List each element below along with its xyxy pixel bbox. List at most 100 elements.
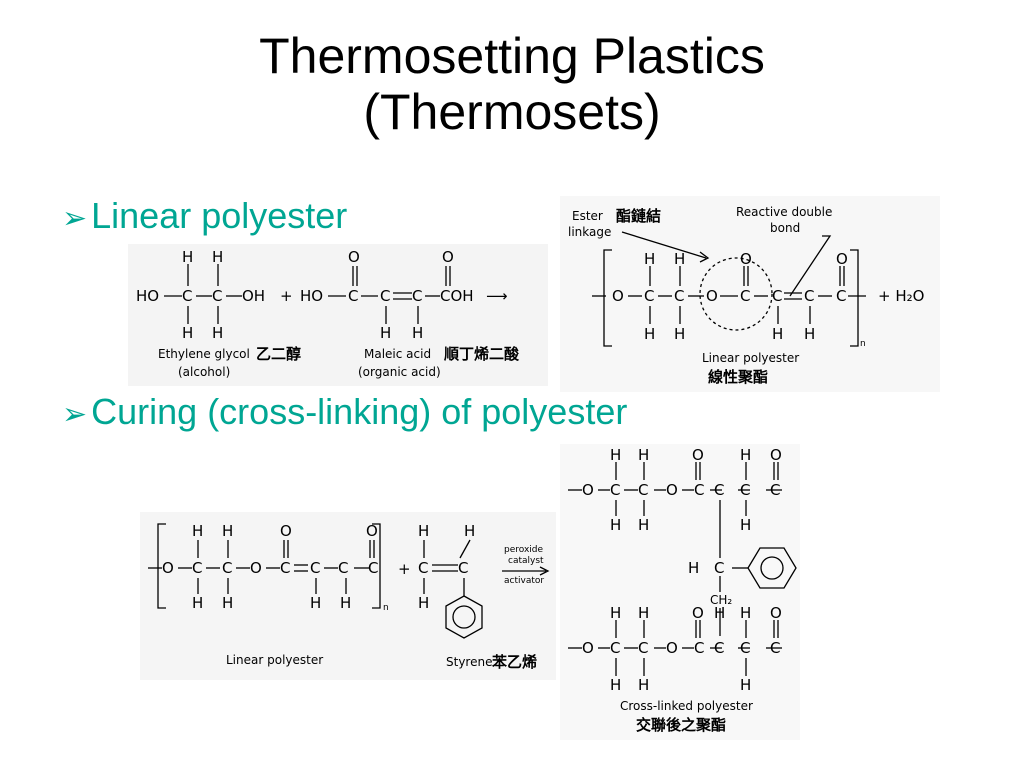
svg-text:H: H <box>740 516 751 534</box>
maleic-label: Maleic acid <box>364 347 431 361</box>
svg-text:H: H <box>192 522 203 540</box>
svg-text:C: C <box>348 287 358 305</box>
svg-text:H: H <box>182 324 193 342</box>
svg-text:C: C <box>740 287 750 305</box>
ester-label-2: linkage <box>568 225 611 239</box>
svg-text:C: C <box>610 639 620 657</box>
svg-text:O: O <box>348 248 360 266</box>
catalyst-label-2: catalyst <box>508 556 544 566</box>
glycol-sub-label: (alcohol) <box>178 365 230 379</box>
svg-text:C: C <box>740 481 750 499</box>
svg-text:C: C <box>418 559 428 577</box>
svg-text:H: H <box>340 594 351 612</box>
svg-text:C: C <box>638 639 648 657</box>
svg-text:HO: HO <box>300 287 323 305</box>
svg-text:O: O <box>692 604 704 622</box>
svg-text:C: C <box>280 559 290 577</box>
svg-text:C: C <box>380 287 390 305</box>
water-product: + H₂O <box>878 287 924 305</box>
maleic-sub-label: (organic acid) <box>358 365 441 379</box>
svg-text:H: H <box>222 594 233 612</box>
svg-text:H: H <box>418 522 429 540</box>
svg-text:H: H <box>412 324 423 342</box>
svg-text:H: H <box>638 676 649 694</box>
svg-text:H: H <box>804 325 815 343</box>
cross-linked-label: Cross-linked polyester <box>620 699 753 713</box>
cross-linked-cjk-label: 交聯後之聚酯 <box>636 716 726 734</box>
svg-text:C: C <box>714 481 724 499</box>
product-cjk-label: 線性聚酯 <box>708 368 768 386</box>
svg-text:H: H <box>610 676 621 694</box>
svg-text:C: C <box>674 287 684 305</box>
svg-text:O: O <box>740 250 752 268</box>
slide-title: Thermosetting Plastics (Thermosets) <box>0 28 1024 140</box>
svg-text:O: O <box>770 446 782 464</box>
glycol-label: Ethylene glycol <box>158 347 250 361</box>
styrene-cjk-label: 苯乙烯 <box>491 653 537 671</box>
bullet-text: Linear polyester <box>91 195 348 236</box>
svg-text:H: H <box>674 250 685 268</box>
ester-label: Ester <box>572 209 603 223</box>
plus-sign-2: + <box>398 560 411 578</box>
title-line-1: Thermosetting Plastics <box>259 28 765 84</box>
svg-text:C: C <box>772 287 782 305</box>
svg-text:H: H <box>674 325 685 343</box>
bullet-text: Curing (cross-linking) of polyester <box>91 391 628 432</box>
title-line-2: (Thermosets) <box>363 84 661 140</box>
svg-text:C: C <box>740 639 750 657</box>
svg-text:O: O <box>706 287 718 305</box>
svg-text:C: C <box>222 559 232 577</box>
svg-text:H: H <box>740 676 751 694</box>
ester-cjk-label: 酯鏈結 <box>616 207 661 225</box>
svg-text:C: C <box>770 481 780 499</box>
svg-text:H: H <box>610 604 621 622</box>
svg-text:O: O <box>692 446 704 464</box>
glycol-cjk-label: 乙二醇 <box>256 345 301 363</box>
carboxyl-group: COH <box>440 287 474 305</box>
svg-text:HO: HO <box>136 287 159 305</box>
svg-text:O: O <box>280 522 292 540</box>
svg-text:H: H <box>418 594 429 612</box>
subscript-n: n <box>860 339 866 349</box>
svg-text:H: H <box>772 325 783 343</box>
svg-text:C: C <box>694 639 704 657</box>
plus-sign: + <box>280 287 293 305</box>
reactive-label: Reactive double <box>736 205 832 219</box>
svg-text:O: O <box>442 248 454 266</box>
svg-text:H: H <box>610 446 621 464</box>
maleic-cjk-label: 順丁烯二酸 <box>443 345 520 363</box>
svg-text:C: C <box>714 639 724 657</box>
svg-text:C: C <box>310 559 320 577</box>
svg-text:H: H <box>212 248 223 266</box>
svg-text:C: C <box>212 287 222 305</box>
arrow-bullet-icon: ➢ <box>62 398 88 431</box>
reaction-arrow-icon: ⟶ <box>486 287 508 305</box>
svg-text:H: H <box>638 516 649 534</box>
svg-text:C: C <box>610 481 620 499</box>
svg-text:H: H <box>310 594 321 612</box>
svg-text:H: H <box>464 522 475 540</box>
svg-text:O: O <box>770 604 782 622</box>
svg-text:H: H <box>644 325 655 343</box>
svg-text:O: O <box>666 481 678 499</box>
reactive-label-2: bond <box>770 221 800 235</box>
svg-text:H: H <box>222 522 233 540</box>
arrow-bullet-icon: ➢ <box>62 202 88 235</box>
ch2-group: CH₂ <box>710 593 732 607</box>
svg-text:OH: OH <box>242 287 265 305</box>
svg-text:C: C <box>368 559 378 577</box>
svg-text:C: C <box>770 639 780 657</box>
svg-text:H: H <box>740 604 751 622</box>
svg-text:C: C <box>458 559 468 577</box>
svg-text:O: O <box>162 559 174 577</box>
svg-text:C: C <box>836 287 846 305</box>
svg-text:H: H <box>740 446 751 464</box>
svg-text:C: C <box>182 287 192 305</box>
svg-text:C: C <box>412 287 422 305</box>
linear-polyester-label: Linear polyester <box>226 653 323 667</box>
svg-text:O: O <box>250 559 262 577</box>
catalyst-label-3: activator <box>504 576 544 586</box>
product-label: Linear polyester <box>702 351 799 365</box>
